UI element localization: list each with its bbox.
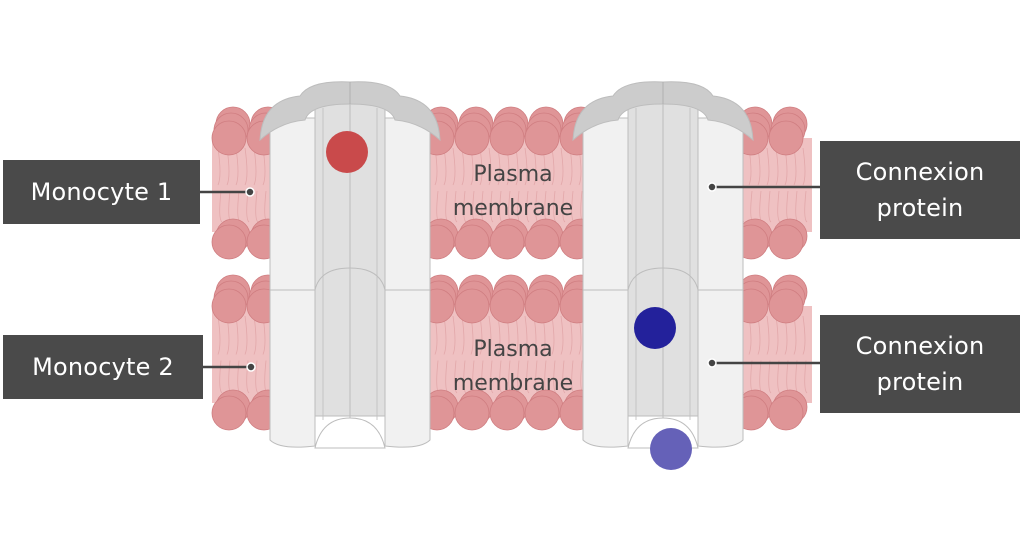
lipid-tail-line — [524, 147, 530, 223]
lipid-head — [454, 288, 490, 324]
lipid-head — [211, 395, 247, 431]
lipid-head — [524, 395, 560, 431]
lipid-head — [524, 120, 560, 156]
membrane-bottom-line2: membrane — [452, 371, 574, 396]
leader-connexion-bottom-dot — [707, 358, 717, 368]
label-monocyte-2-text: Monocyte 2 — [32, 353, 174, 381]
lipid-tail-line — [560, 315, 566, 394]
lipid-head — [211, 120, 247, 156]
lipid-tail-line — [551, 147, 557, 223]
lipid-head — [454, 120, 490, 156]
label-connexion-protein-bottom: Connexion protein — [820, 315, 1020, 413]
lipid-tail-line — [766, 147, 772, 223]
lipid-head — [768, 120, 804, 156]
lipid-tail-line — [775, 315, 781, 394]
label-plasma-membrane-top: Plasma membrane — [423, 158, 603, 226]
connexin-cap — [572, 81, 754, 142]
lipid-tail-line — [461, 315, 467, 394]
label-connexion-top-line2: protein — [876, 194, 964, 222]
violet-molecule — [650, 428, 692, 470]
lipid-head — [489, 120, 525, 156]
lipid-head — [489, 395, 525, 431]
lipid-tail-line — [766, 315, 772, 394]
connexin-junction-arc — [314, 267, 386, 291]
lipid-head — [211, 288, 247, 324]
lipid-tail-line — [452, 147, 458, 223]
lipid-tail-line — [551, 315, 557, 394]
connexin-cap — [259, 81, 441, 142]
red-molecule — [326, 131, 368, 173]
label-monocyte-1: Monocyte 1 — [3, 160, 200, 224]
lipid-tail-line — [452, 315, 458, 394]
bilayer-middle-2 — [419, 274, 599, 431]
membrane-bottom-line1: Plasma — [473, 337, 553, 362]
label-connexion-bottom-line2: protein — [876, 368, 964, 396]
label-connexion-top-line1: Connexion — [855, 158, 985, 186]
connexin-junction-arc — [627, 267, 699, 291]
lipid-head — [524, 224, 560, 260]
lipid-tail-line — [488, 147, 494, 223]
lipid-head — [454, 395, 490, 431]
leader-connexion-top-dot — [707, 182, 717, 192]
lipid-head — [211, 224, 247, 260]
lipid-head — [768, 288, 804, 324]
lipid-tail-line — [253, 315, 259, 394]
membrane-top-line1: Plasma — [473, 162, 553, 187]
membrane-top-line2: membrane — [452, 196, 574, 221]
bilayer-right-2 — [733, 274, 812, 431]
lipid-head — [489, 288, 525, 324]
label-monocyte-1-text: Monocyte 1 — [30, 178, 173, 206]
label-connexion-bottom-line1: Connexion — [855, 332, 985, 360]
lipid-tail-line — [217, 315, 223, 394]
label-monocyte-2: Monocyte 2 — [3, 335, 203, 399]
leader-monocyte-1-dot — [245, 187, 255, 197]
connexin-bottom-notch — [314, 417, 386, 449]
lipid-head — [454, 224, 490, 260]
connexin-wall-left — [269, 117, 316, 448]
leader-monocyte-2-dot — [246, 362, 256, 372]
lipid-head — [524, 288, 560, 324]
lipid-tail-line — [488, 315, 494, 394]
lipid-tail-line — [802, 315, 808, 394]
label-plasma-membrane-bottom: Plasma membrane — [423, 333, 603, 401]
lipid-tail-line — [524, 315, 530, 394]
lipid-head — [489, 224, 525, 260]
lipid-tail-line — [560, 147, 566, 223]
navy-molecule — [634, 307, 676, 349]
label-connexion-protein-top: Connexion protein — [820, 141, 1020, 239]
lipid-head — [768, 395, 804, 431]
connexin-wall-right — [697, 117, 744, 448]
lipid-tail-line — [802, 147, 808, 223]
lipid-head — [768, 224, 804, 260]
lipid-tail-line — [217, 147, 223, 223]
